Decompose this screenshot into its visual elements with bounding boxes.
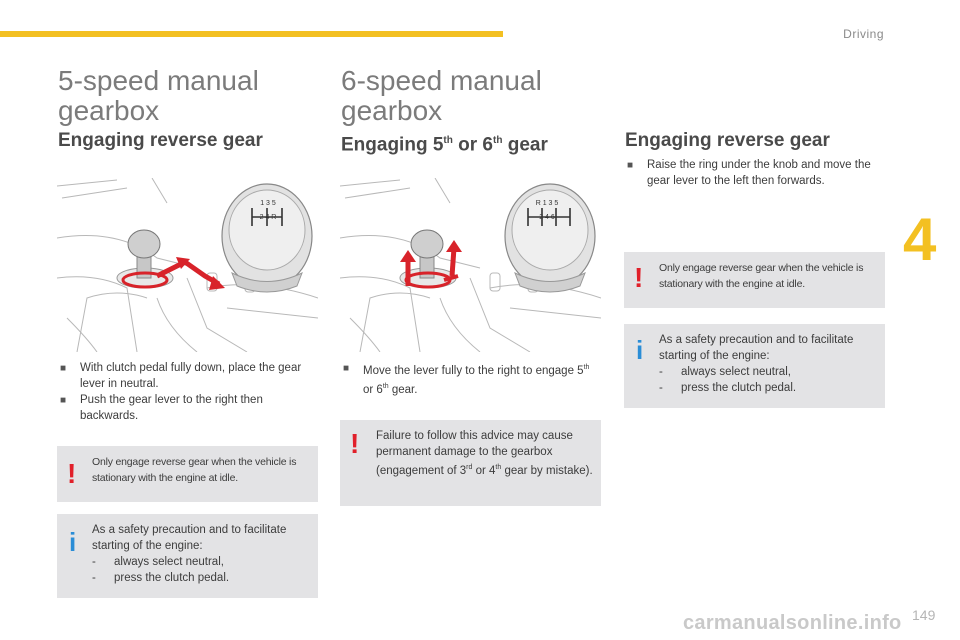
- knob-label-5-speed: 1 3 5 2 4 R: [259, 200, 277, 221]
- instruction-list-5-speed: ■With clutch pedal fully down, place the…: [58, 360, 320, 424]
- page-number: 149: [912, 607, 936, 623]
- instruction-list-6-speed: ■Move the lever fully to the right to en…: [341, 360, 599, 398]
- warning-note-5-speed: ! Only engage reverse gear when the vehi…: [57, 446, 318, 502]
- list-item: ■Push the gear lever to the right then b…: [60, 394, 263, 422]
- info-note-5-speed: i As a safety precaution and to facilita…: [57, 514, 318, 598]
- checkbox-bullet-icon: ■: [60, 395, 67, 406]
- gear-lever-illustration-6-speed: [340, 178, 601, 352]
- info-icon: i: [69, 527, 77, 557]
- info-note-reverse-6-speed: i As a safety precaution and to facilita…: [624, 324, 885, 408]
- top-accent-bar: [0, 31, 503, 37]
- knob-label-6-speed: R 1 3 5 2 4 6: [535, 200, 559, 221]
- list-item: ■Move the lever fully to the right to en…: [343, 363, 590, 396]
- gearbox-title-6-speed: 6-speed manual gearbox: [341, 65, 542, 126]
- list-item: -press the clutch pedal.: [659, 382, 797, 394]
- gearbox-title-5-speed: 5-speed manual gearbox: [58, 65, 259, 126]
- section-label: Driving: [843, 27, 884, 41]
- subtitle-reverse-5-speed: Engaging reverse gear: [58, 130, 263, 151]
- list-item: ■With clutch pedal fully down, place the…: [60, 362, 302, 390]
- list-item: ■Raise the ring under the knob and move …: [627, 159, 871, 187]
- subtitle-reverse-6-speed: Engaging reverse gear: [625, 130, 830, 151]
- list-item: -always select neutral,: [659, 366, 791, 378]
- info-icon: i: [636, 335, 644, 365]
- chapter-number: 4: [903, 206, 937, 273]
- checkbox-bullet-icon: ■: [60, 363, 67, 374]
- checkbox-bullet-icon: ■: [343, 363, 350, 374]
- warning-exclamation-icon: !: [350, 428, 360, 459]
- list-item: -press the clutch pedal.: [92, 572, 230, 584]
- list-item: -always select neutral,: [92, 556, 224, 568]
- subtitle-5th-6th-gear: Engaging 5th or 6th gear: [341, 134, 548, 156]
- warning-note-reverse-6-speed: ! Only engage reverse gear when the vehi…: [624, 252, 885, 308]
- warning-note-6-speed: ! Failure to follow this advice may caus…: [340, 420, 601, 506]
- instruction-list-reverse-6-speed: ■Raise the ring under the knob and move …: [625, 157, 880, 189]
- warning-exclamation-icon: !: [67, 458, 77, 489]
- watermark: carmanualsonline.info: [683, 612, 902, 634]
- checkbox-bullet-icon: ■: [627, 160, 634, 171]
- gear-lever-illustration-5-speed: [57, 178, 318, 352]
- warning-exclamation-icon: !: [634, 262, 644, 293]
